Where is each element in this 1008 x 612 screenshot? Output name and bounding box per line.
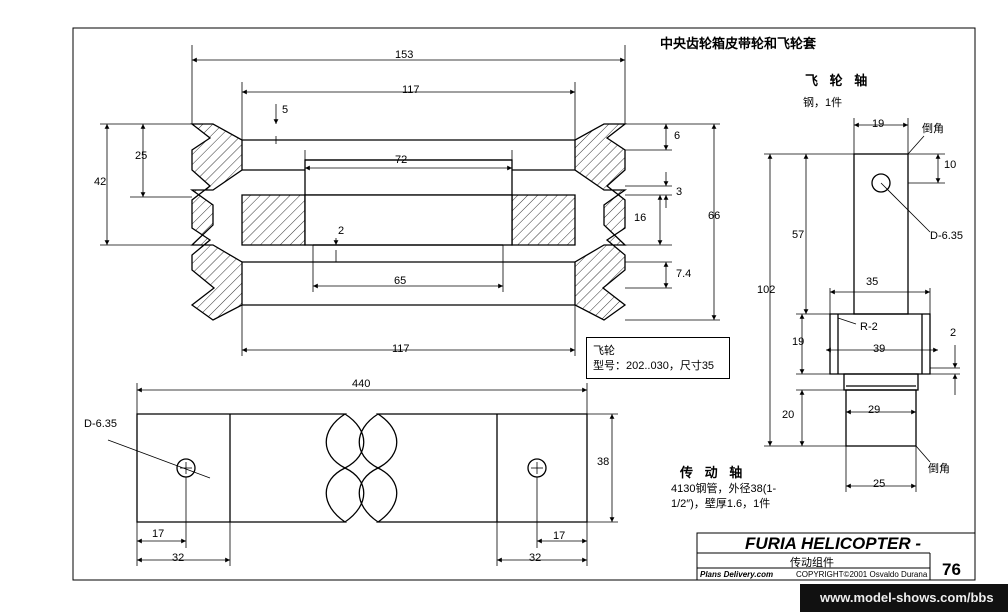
dim-39: 39 (873, 343, 886, 355)
dim-32-left: 32 (172, 552, 185, 564)
dim-17-right: 17 (553, 530, 566, 542)
dim-29: 29 (868, 404, 881, 416)
dim-3: 3 (676, 186, 683, 198)
drive-shaft (136, 413, 588, 523)
dim-65: 65 (394, 275, 407, 287)
dim-32-right: 32 (529, 552, 542, 564)
dim-102: 102 (757, 284, 776, 296)
dim-2: 2 (338, 225, 345, 237)
flywheel-hole-label: D-6.35 (930, 230, 964, 242)
title-block-subtitle: 传动组件 (790, 557, 834, 569)
title-block-copyright: COPYRIGHT©2001 Osvaldo Durana (796, 570, 928, 579)
dim-16: 16 (634, 212, 647, 224)
title-block-title: FURIA HELICOPTER - (745, 534, 921, 553)
pulley-section (189, 123, 628, 321)
dim-25: 25 (135, 150, 148, 162)
dim-66: 66 (708, 210, 721, 222)
title-block-page: 76 (942, 560, 961, 579)
drive-shaft-dimensions (107, 383, 618, 566)
drive-shaft-heading: 传 动 轴 (680, 465, 747, 480)
dim-5: 5 (282, 104, 289, 116)
flywheel-shaft-material: 钢，1件 (803, 97, 843, 109)
dim-17-left: 17 (152, 528, 165, 540)
title-block-publisher: Plans Delivery.com (700, 570, 774, 579)
site-watermark: www.model-shows.com/bbs (800, 584, 1008, 612)
dim-57: 57 (792, 229, 805, 241)
dim-19-top: 19 (872, 118, 885, 130)
title-block-frame (696, 532, 976, 581)
flywheel-shaft-heading: 飞 轮 轴 (805, 73, 872, 88)
dim-117-bottom: 117 (392, 343, 410, 355)
pulley-dimensions (100, 45, 720, 356)
drawing-frame (72, 27, 976, 581)
dim-42: 42 (94, 176, 107, 188)
drive-shaft-spec: 4130钢管，外径38(1-1/2″)，壁厚1.6，1件 (671, 483, 777, 510)
dim-20: 20 (782, 409, 795, 421)
dim-25-shaft: 25 (873, 478, 886, 490)
dim-72: 72 (395, 154, 408, 166)
radius-r2-label: R-2 (860, 321, 878, 333)
drive-shaft-hole-label: D-6.35 (84, 418, 118, 430)
chamfer-bottom-label: 倒角 (928, 463, 950, 475)
flywheel-note-line2: 型号：202..030，尺寸35 (593, 360, 715, 372)
dim-10: 10 (944, 159, 957, 171)
dim-440: 440 (352, 378, 371, 390)
dim-35: 35 (866, 276, 879, 288)
dim-19-side: 19 (792, 336, 805, 348)
chamfer-top-label: 倒角 (922, 123, 944, 135)
flywheel-note-line1: 飞轮 (593, 345, 615, 357)
flywheel-shaft (829, 153, 931, 447)
flywheel-shaft-dimensions (764, 118, 960, 492)
dim-2-shoulder: 2 (950, 327, 957, 339)
dim-153: 153 (395, 49, 414, 61)
flywheel-note-box: 飞轮 型号：202..030，尺寸35 (586, 337, 730, 379)
dim-6: 6 (674, 130, 681, 142)
dim-117-top: 117 (402, 84, 420, 96)
dim-38: 38 (597, 456, 610, 468)
dim-7-4: 7.4 (676, 268, 692, 280)
drawing-title: 中央齿轮箱皮带轮和飞轮套 (660, 36, 817, 51)
